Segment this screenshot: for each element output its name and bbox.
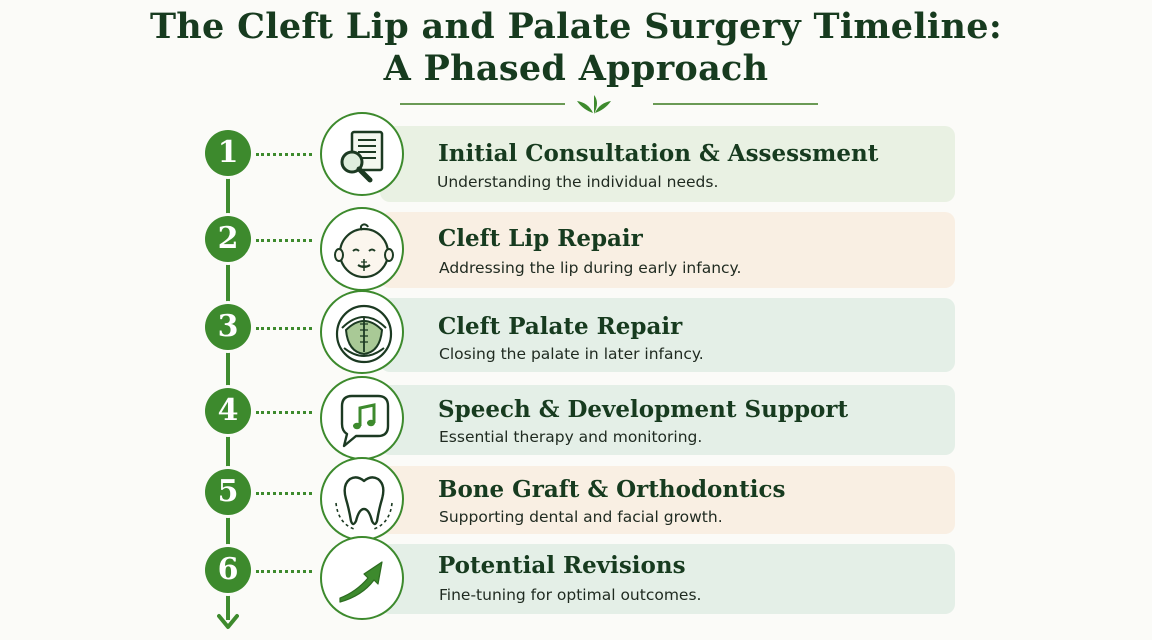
dotted-connector xyxy=(256,153,312,156)
step-title: Cleft Lip Repair xyxy=(438,225,643,252)
step-card xyxy=(380,544,955,614)
document-magnifier-icon xyxy=(340,130,384,183)
title-divider xyxy=(400,92,818,116)
page-title: The Cleft Lip and Palate Surgery Timelin… xyxy=(0,6,1152,90)
palate-icon xyxy=(335,304,393,364)
dotted-connector xyxy=(256,327,312,330)
tooth-icon xyxy=(335,476,393,530)
timeline-step-5: 5 Bone Graft & Orthodontics Supporting d… xyxy=(0,453,1152,541)
divider-rule-right xyxy=(653,103,818,105)
step-number-badge: 5 xyxy=(205,469,251,515)
step-card xyxy=(380,126,955,202)
step-title: Cleft Palate Repair xyxy=(438,313,683,340)
title-line-1: The Cleft Lip and Palate Surgery Timelin… xyxy=(149,6,1003,47)
step-icon-circle xyxy=(320,376,404,460)
divider-rule-left xyxy=(400,103,565,105)
step-title: Speech & Development Support xyxy=(438,396,849,423)
dotted-connector xyxy=(256,570,312,573)
timeline-line xyxy=(226,150,230,620)
speech-bubble-music-icon xyxy=(340,394,390,448)
step-title: Potential Revisions xyxy=(438,552,686,579)
step-icon-circle xyxy=(320,457,404,541)
dotted-connector xyxy=(256,411,312,414)
step-icon-circle xyxy=(320,207,404,291)
step-icon-circle xyxy=(320,536,404,620)
step-icon-circle xyxy=(320,112,404,196)
dotted-connector xyxy=(256,492,312,495)
step-description: Essential therapy and monitoring. xyxy=(439,428,703,446)
timeline-arrow-down-icon xyxy=(217,614,239,629)
timeline-step-6: 6 Potential Revisions Fine-tuning for op… xyxy=(0,532,1152,620)
step-number-badge: 1 xyxy=(205,130,251,176)
step-card xyxy=(380,385,955,455)
step-description: Closing the palate in later infancy. xyxy=(439,345,704,363)
dotted-connector xyxy=(256,239,312,242)
leaf-sprig-icon xyxy=(577,95,611,114)
timeline-step-3: 3 Cleft Palate Repair Closing the palate… xyxy=(0,286,1152,374)
step-description: Supporting dental and facial growth. xyxy=(439,508,723,526)
timeline-step-1: 1 Initial Consultation & Assessment Unde… xyxy=(0,112,1152,202)
step-number-badge: 2 xyxy=(205,216,251,262)
step-card xyxy=(380,298,955,372)
step-card xyxy=(380,466,955,534)
step-description: Fine-tuning for optimal outcomes. xyxy=(439,586,702,604)
step-title: Bone Graft & Orthodontics xyxy=(438,476,786,503)
step-number-badge: 4 xyxy=(205,388,251,434)
timeline-step-4: 4 Speech & Development Support Essential… xyxy=(0,372,1152,460)
step-number-badge: 6 xyxy=(205,547,251,593)
step-card xyxy=(380,212,955,288)
timeline-step-2: 2 Cleft Lip Repair Addressing the lip du… xyxy=(0,199,1152,291)
step-number-badge: 3 xyxy=(205,304,251,350)
baby-face-icon xyxy=(334,223,394,279)
step-icon-circle xyxy=(320,290,404,374)
upward-arrow-icon xyxy=(339,561,383,603)
title-line-2: A Phased Approach xyxy=(383,48,769,89)
step-description: Understanding the individual needs. xyxy=(437,173,719,191)
step-description: Addressing the lip during early infancy. xyxy=(439,259,742,277)
step-title: Initial Consultation & Assessment xyxy=(438,140,879,167)
